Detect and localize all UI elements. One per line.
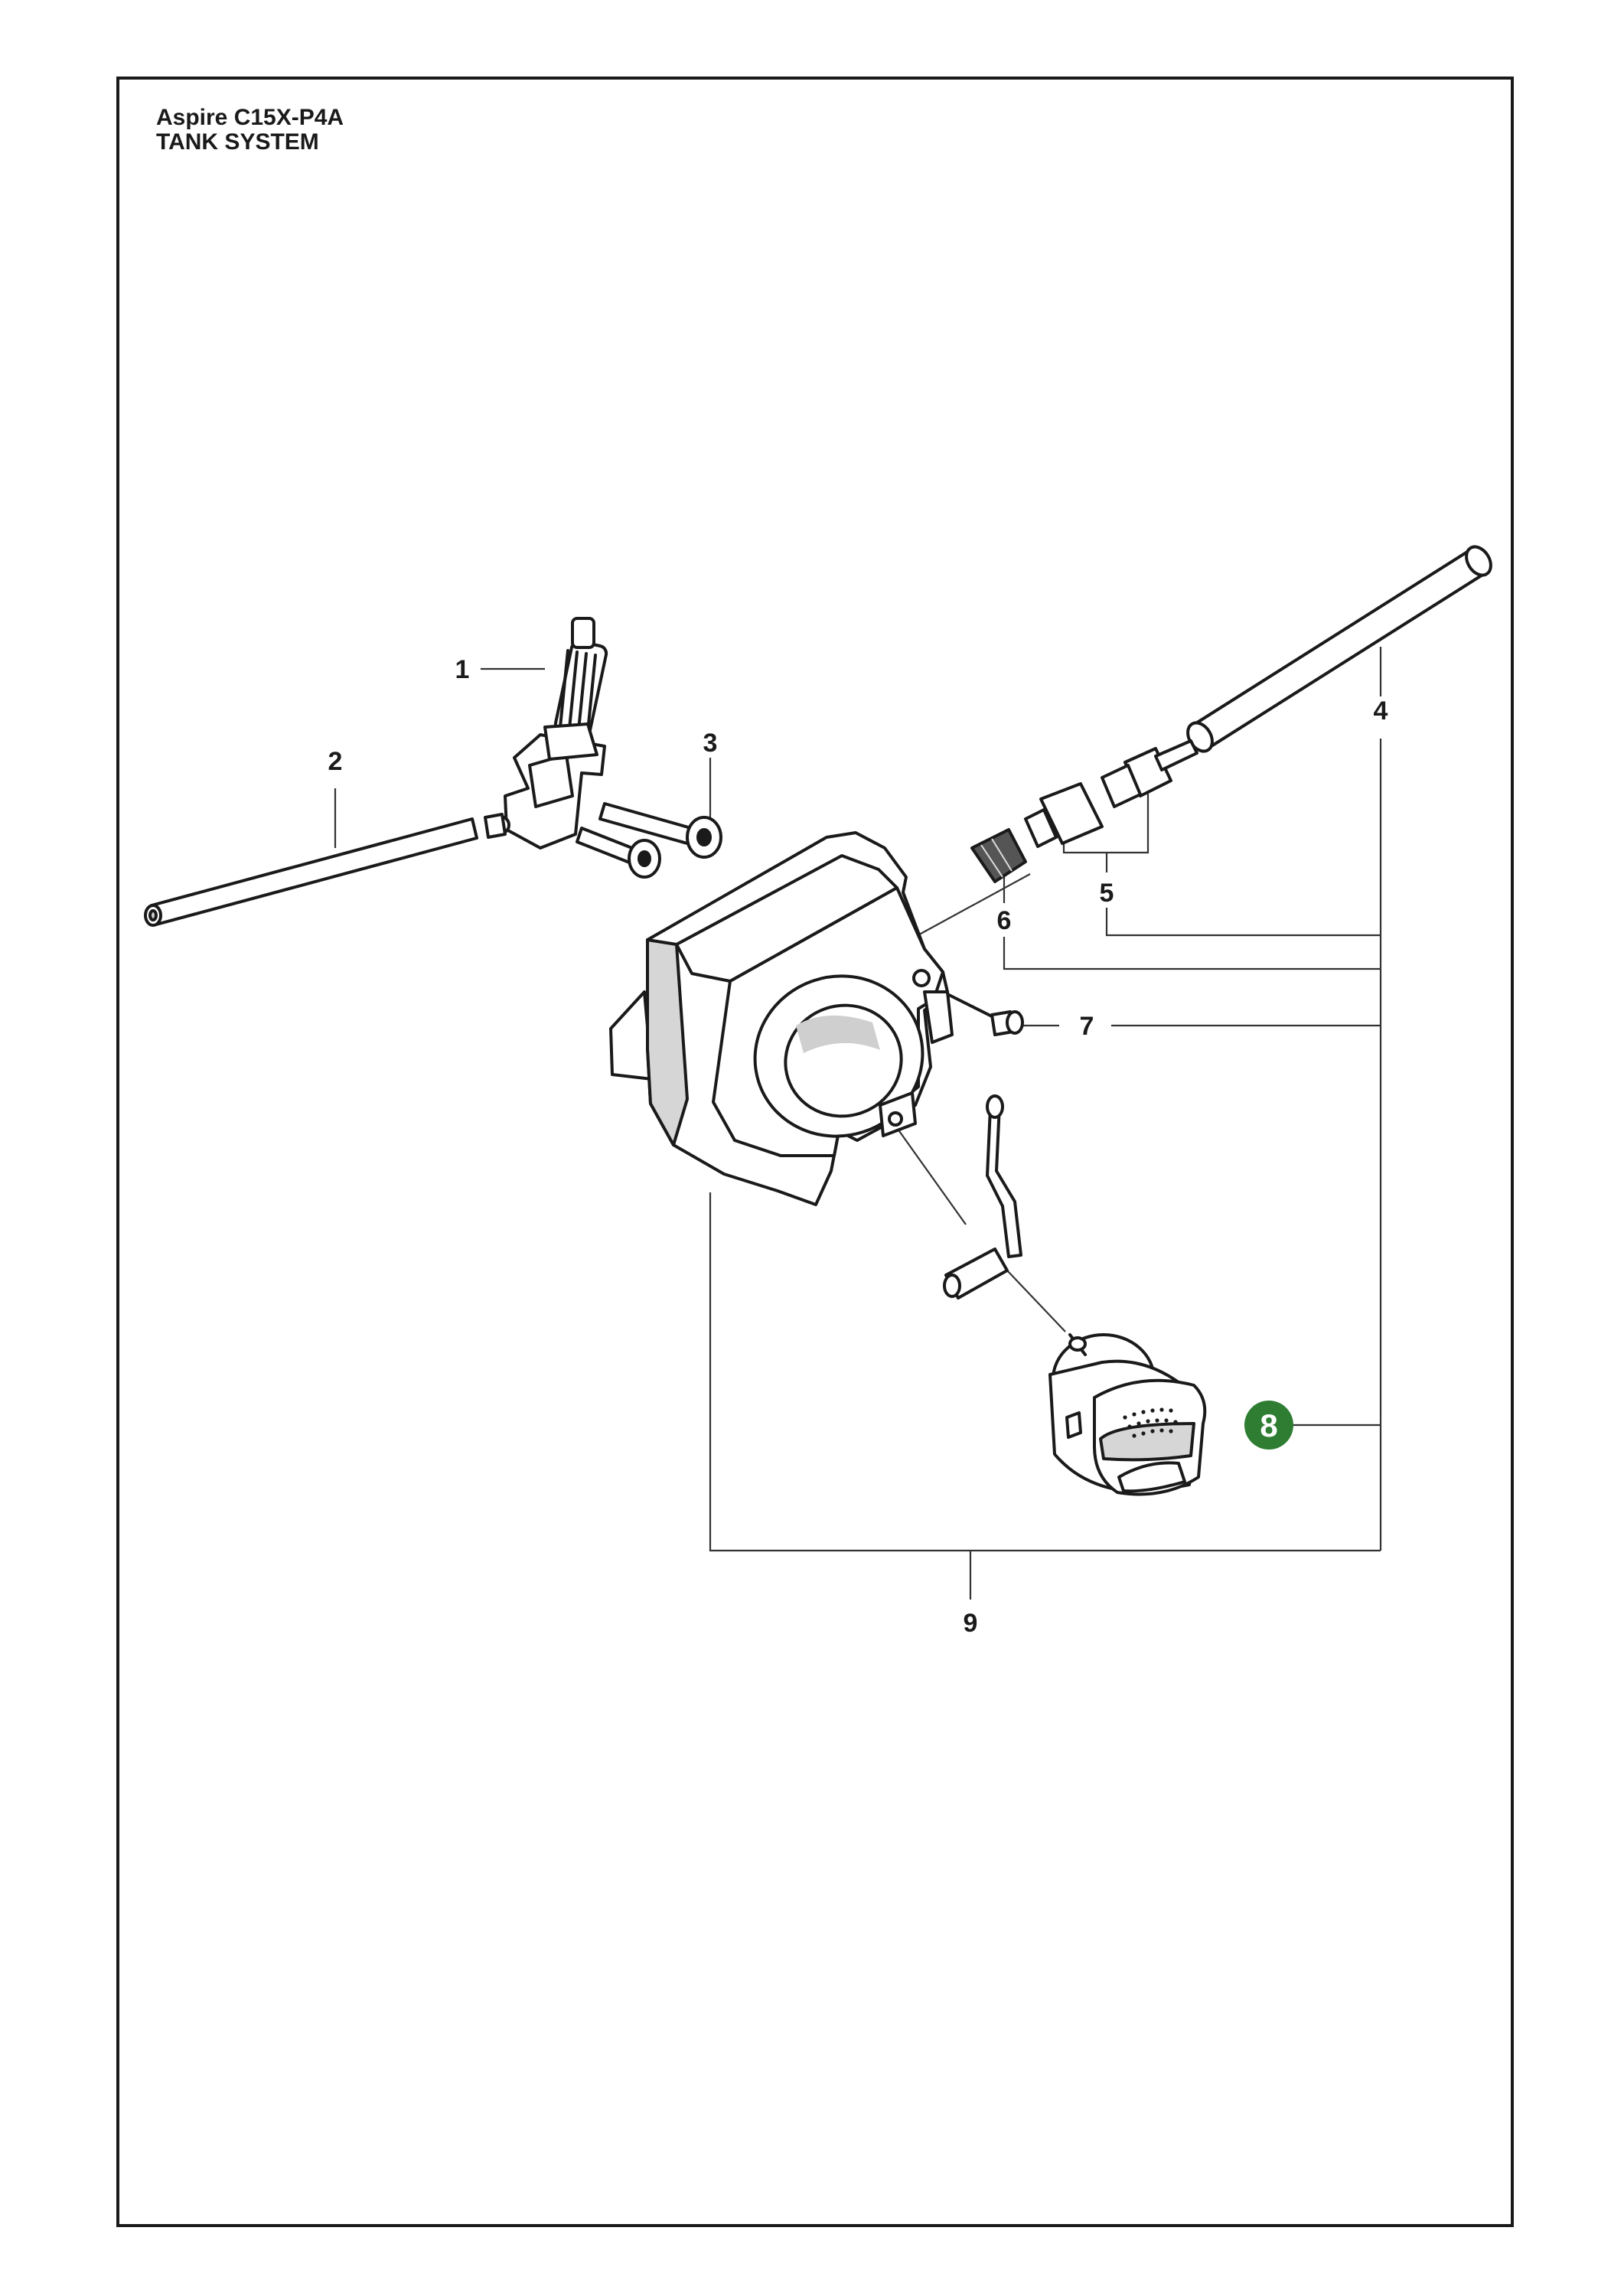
callout-6: 6 <box>997 906 1012 935</box>
fuel-tank <box>609 831 954 1206</box>
screws <box>576 802 722 879</box>
leader-9-bracket <box>709 1192 1381 1552</box>
fuel-cap <box>1048 1333 1207 1496</box>
highlight-circle <box>1244 1401 1293 1450</box>
fuel-valve-assembly <box>484 617 608 850</box>
cap-grip-dots <box>1123 1407 1178 1438</box>
leader-cord-line <box>1006 1270 1066 1332</box>
pickup-tube <box>943 1094 1022 1300</box>
section-title: TANK SYSTEM <box>156 129 319 155</box>
callout-9: 9 <box>964 1609 978 1638</box>
callout-2: 2 <box>328 747 343 776</box>
title-block: Aspire C15X-P4A TANK SYSTEM <box>156 106 344 155</box>
callout-5: 5 <box>1100 879 1114 908</box>
small-screw <box>947 993 1024 1036</box>
leader-5-branch <box>1105 908 1381 937</box>
fuel-hose-left <box>144 817 478 927</box>
leader-hose-line <box>911 873 1031 939</box>
model-title: Aspire C15X-P4A <box>156 105 344 130</box>
page-frame <box>116 77 1514 2227</box>
callout-4: 4 <box>1374 696 1388 726</box>
fuel-hose-right <box>1186 545 1492 753</box>
callout-7: 7 <box>1080 1012 1094 1041</box>
callout-1: 1 <box>455 655 470 684</box>
leader-6-branch <box>1003 937 1381 970</box>
callout-3: 3 <box>703 729 718 758</box>
callout-8: 8 <box>1260 1407 1277 1443</box>
callout-8-badge: 8 <box>1244 1401 1293 1450</box>
fuel-connector <box>1024 739 1198 848</box>
callouts: 1 2 3 4 5 6 7 8 9 <box>328 655 1388 1638</box>
fuel-pickup-filter <box>970 828 1027 883</box>
